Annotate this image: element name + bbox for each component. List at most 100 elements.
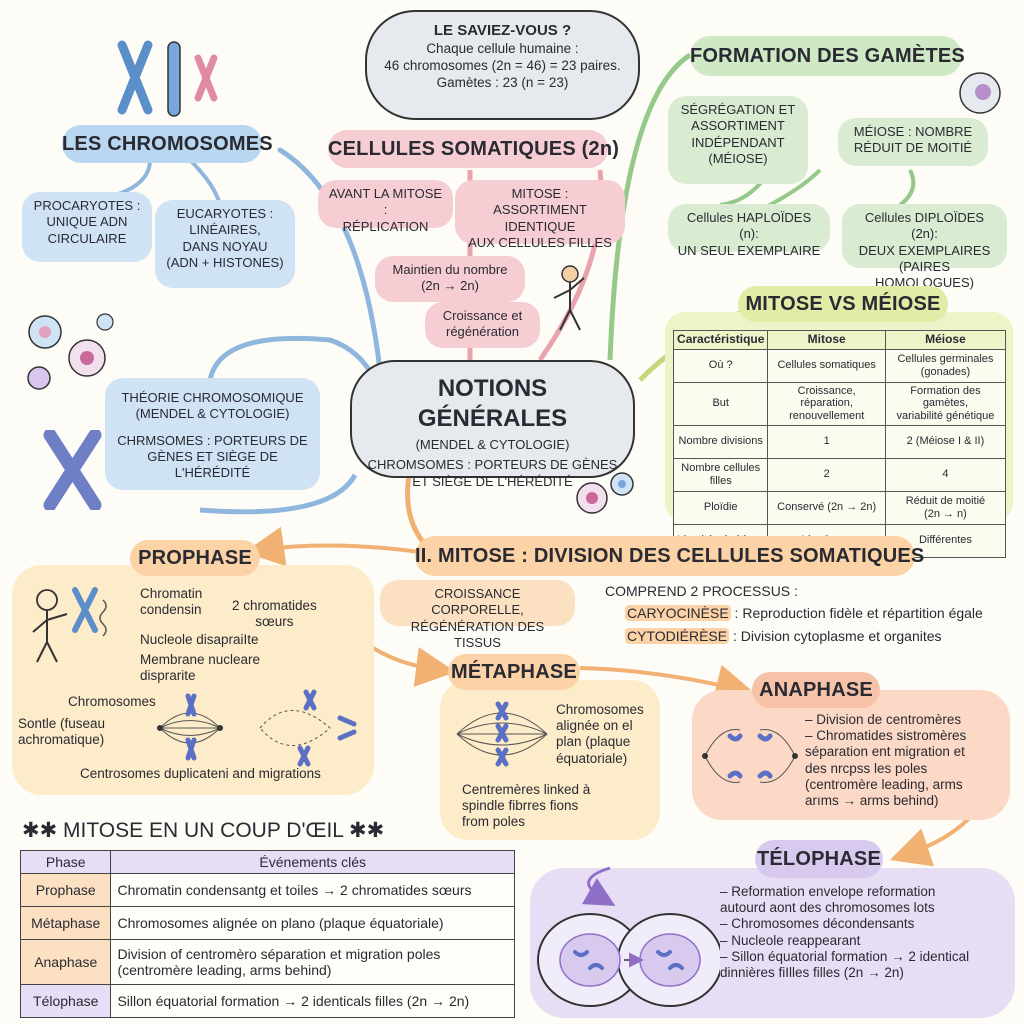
metaphase-centromeres: Centremères linked à spindle fibrres fio… <box>462 782 591 830</box>
anaphase-diagram <box>702 729 798 783</box>
glance-phase-cell: Anaphase <box>19 939 112 986</box>
avant-mitose-node: AVANT LA MITOSE : RÉPLICATION <box>318 180 453 234</box>
comparison-cell: Conservé (2n → 2n) <box>767 490 886 525</box>
cytodierese-label: CYTODIÉRÈSE <box>625 627 730 644</box>
chromosomes-title: LES CHROMOSOMES <box>62 125 273 163</box>
anaphase-notes: Division de centromères Chromatides sist… <box>805 712 1005 809</box>
center-text: CHROMSOMES : PORTEURS DE GÈNES ET SIÈGE … <box>367 457 618 489</box>
comparison-cell: Nombre divisions <box>672 424 769 459</box>
procaryotes-node: PROCARYOTES : UNIQUE ADN CIRCULAIRE <box>22 192 152 262</box>
metaphase-spindle <box>456 701 548 767</box>
comparison-cell: Cellules germinales (gonades) <box>884 348 1007 383</box>
anaphase-note: Chromatides sistromères séparation ent m… <box>805 728 1005 809</box>
gametes-title: FORMATION DES GAMÈTES <box>690 36 965 76</box>
comparison-cell: Réduit de moitié (2n → n) <box>884 490 1007 525</box>
telophase-diagram <box>537 866 720 1007</box>
glance-event-cell: Division of centromèro séparation et mig… <box>110 939 515 986</box>
glance-phase-cell: Prophase <box>19 873 112 908</box>
mitose-section-title: II. MITOSE : DIVISION DES CELLULES SOMAT… <box>415 536 924 576</box>
croissance-corporelle-node: CROISSANCE CORPORELLE, RÉGÉNÉRATION DES … <box>380 580 575 650</box>
prophase-figure-icon <box>32 587 107 663</box>
porteurs-text: CHRMSOMES : PORTEURS DE GÈNES ET SIÈGE D… <box>117 432 308 481</box>
processus-intro: COMPREND 2 PROCESSUS : <box>605 583 798 599</box>
glance-ornament-icon: ✱✱ <box>343 819 385 842</box>
prophase-chromosomes: Chromosomes <box>68 694 156 709</box>
caryocinese-row: CARYOCINÈSE : Reproduction fidèle et rép… <box>605 602 1015 624</box>
person-icon <box>553 265 585 331</box>
prophase-fuseau: Sontle (fuseau achromatique) <box>18 716 106 748</box>
glance-event-cell: Chromosomes alignée on plano (plaque équ… <box>110 906 515 941</box>
prophase-membrane: Membrane nucleare disprarite <box>140 652 261 684</box>
fact-bubble: LE SAVIEZ-VOUS ? Chaque cellule humaine … <box>365 10 640 120</box>
comparison-cell: 4 <box>884 457 1007 492</box>
mitose-assortiment-node: MITOSE : ASSORTIMENT IDENTIQUE AUX CELLU… <box>455 180 625 250</box>
cell-icon <box>959 72 1001 114</box>
telophase-title: TÉLOPHASE <box>755 840 883 878</box>
comparison-cell: Ploïdie <box>672 490 769 525</box>
comparison-header-cell: Caractéristique <box>672 330 769 350</box>
maintien-node: Maintien du nombre (2n → 2n) <box>375 256 525 302</box>
caryocinese-label: CARYOCINÈSE <box>625 605 731 622</box>
comparison-cell: 2 (Méiose I & II) <box>884 424 1007 459</box>
telophase-note: Nucleole reappearant <box>720 933 1010 949</box>
glance-ornament-icon: ✱✱ <box>22 819 64 842</box>
segregation-node: SÉGRÉGATION ET ASSORTIMENT INDÉPENDANT (… <box>668 96 808 184</box>
telophase-notes: Reformation envelope reformation autourd… <box>720 884 1010 981</box>
comparison-cell: Nombre cellules filles <box>672 457 769 492</box>
center-subtitle: (MENDEL & CYTOLOGIE) <box>415 437 570 452</box>
metaphase-panel <box>440 680 660 840</box>
cytodierese-row: CYTODIÉRÈSE : Division cytoplasme et org… <box>605 625 1015 647</box>
comparison-cell: But <box>672 381 769 426</box>
metaphase-title: MÉTAPHASE <box>448 654 580 690</box>
diploides-node: Cellules DIPLOÏDES (2n): DEUX EXEMPLAIRE… <box>842 204 1007 290</box>
comparison-header-cell: Méiose <box>884 330 1007 350</box>
chromosome-icons <box>117 40 218 117</box>
center-title: NOTIONS GÉNÉRALES <box>417 375 568 432</box>
prophase-title: PROPHASE <box>130 540 260 576</box>
fact-text: Chaque cellule humaine : 46 chromosomes … <box>384 40 621 90</box>
processus-block: COMPREND 2 PROCESSUS : CARYOCINÈSE : Rep… <box>605 580 1015 647</box>
comparison-cell: Croissance, réparation, renouvellement <box>767 381 886 426</box>
glance-phase-cell: Métaphase <box>19 906 112 941</box>
prophase-chromatides: 2 chromatides sœurs <box>232 598 317 630</box>
glance-header-cell: Événements clés <box>110 849 515 875</box>
spindle-diagram <box>157 689 357 767</box>
cells-icon <box>576 472 634 514</box>
telophase-note: Sillon équatorial formation → 2 identica… <box>720 949 1010 981</box>
cytodierese-text: : Division cytoplasme et organites <box>729 627 942 644</box>
anaphase-title: ANAPHASE <box>752 672 880 708</box>
haploides-node: Cellules HAPLOÏDES (n): UN SEUL EXEMPLAI… <box>668 204 830 258</box>
theorie-text: THÉORIE CHROMOSOMIQUE (MENDEL & CYTOLOGI… <box>121 390 304 422</box>
chromosome-x-icon <box>43 430 102 510</box>
glance-phase-cell: Télophase <box>19 984 112 1019</box>
fact-title: LE SAVIEZ-VOUS ? <box>433 22 572 39</box>
glance-title: MITOSE EN UN COUP D'ŒIL <box>63 819 344 842</box>
prophase-chromatin: Chromatin condensin <box>140 586 203 618</box>
prophase-nucleole: Nucleole disapraiIte <box>140 632 259 647</box>
caryocinese-text: : Reproduction fidèle et répartition éga… <box>730 605 983 622</box>
center-node: NOTIONS GÉNÉRALES (MENDEL & CYTOLOGIE) C… <box>350 360 635 489</box>
somatiques-title: CELLULES SOMATIQUES (2n) <box>328 130 619 168</box>
glance-event-cell: Sillon équatorial formation → 2 identica… <box>110 984 515 1019</box>
comparison-cell: Cellules somatiques <box>767 348 886 383</box>
telophase-note: Chromosomes décondensants <box>720 916 1010 932</box>
comparison-cell: Où ? <box>672 348 769 383</box>
theorie-node: THÉORIE CHROMOSOMIQUE (MENDEL & CYTOLOGI… <box>105 378 320 490</box>
comparison-cell: 2 <box>767 457 886 492</box>
cell-icons <box>27 313 114 390</box>
comparison-header-cell: Mitose <box>767 330 886 350</box>
metaphase-aligne: Chromosomes alignée on el plan (plaque é… <box>556 702 644 766</box>
eucaryotes-node: EUCARYOTES : LINÉAIRES, DANS NOYAU (ADN … <box>155 200 295 288</box>
prophase-centrosomes: Centrosomes duplicateni and migrations <box>80 766 321 781</box>
